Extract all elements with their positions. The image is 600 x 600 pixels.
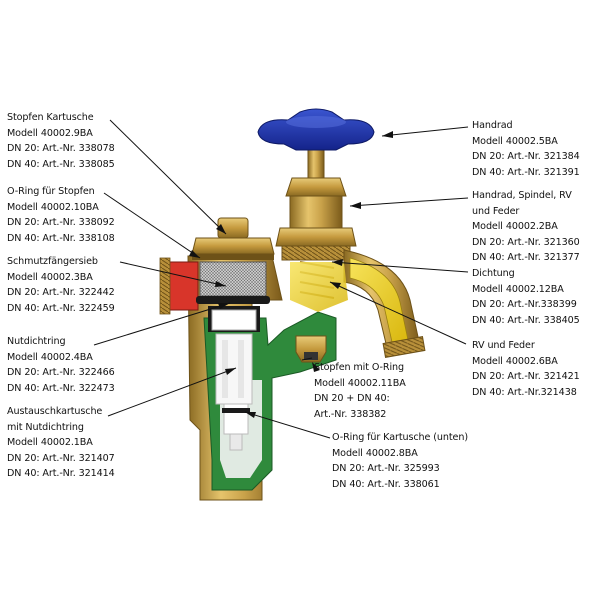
leader-schmutzfaengersieb <box>119 261 227 287</box>
label-line: DN 40: Art.-Nr. 338061 <box>332 478 440 490</box>
label-line: Modell 40002.10BA <box>7 201 99 213</box>
label-line: Dichtung <box>472 268 515 279</box>
label-line: Schmutzfängersieb <box>7 256 98 267</box>
leader-austauschkartusche <box>107 367 237 417</box>
label-line: DN 20: Art.-Nr. 322442 <box>7 287 115 299</box>
label-line: DN 40: Art.-Nr. 322459 <box>7 302 115 314</box>
label-line: Austauschkartusche <box>7 406 103 417</box>
label-line: DN 40: Art.-Nr. 321391 <box>472 166 580 178</box>
label-line: Modell 40002.9BA <box>7 127 93 139</box>
label-line: Art.-Nr. 338382 <box>314 408 387 420</box>
label-line: RV und Feder <box>472 340 535 351</box>
leader-dichtung <box>331 261 469 273</box>
label-line: und Feder <box>472 205 520 217</box>
label-line: Stopfen Kartusche <box>7 112 94 123</box>
label-line: Modell 40002.2BA <box>472 221 558 233</box>
label-line: Nutdichtring <box>7 336 66 347</box>
label-line: Stopfen mit O-Ring <box>314 362 405 373</box>
label-stopfen-kartusche: Stopfen Kartusche Modell 40002.9BA DN 20… <box>7 110 115 172</box>
label-dichtung: Dichtung Modell 40002.12BA DN 20: Art.-N… <box>472 266 580 328</box>
label-line: DN 20: Art.-Nr. 338078 <box>7 143 115 155</box>
label-line: Modell 40002.8BA <box>332 447 418 459</box>
label-line: DN 20: Art.-Nr. 321407 <box>7 452 115 464</box>
label-line: Handrad <box>472 120 513 131</box>
label-line: DN 20: Art.-Nr. 325993 <box>332 463 440 475</box>
label-line: Modell 40002.11BA <box>314 377 406 389</box>
label-line: Modell 40002.12BA <box>472 283 564 295</box>
handwheel <box>257 108 375 151</box>
leader-nutdichtring <box>93 302 231 346</box>
label-line: DN 20: Art.-Nr. 321384 <box>472 151 580 163</box>
label-line: O-Ring für Kartusche (unten) <box>332 432 468 443</box>
label-oring-kartusche: O-Ring für Kartusche (unten) Modell 4000… <box>332 430 468 492</box>
label-line: Modell 40002.5BA <box>472 135 558 147</box>
label-line: Modell 40002.6BA <box>472 355 558 367</box>
label-line: Handrad, Spindel, RV <box>472 190 572 201</box>
label-line: DN 40: Art.-Nr. 338085 <box>7 158 115 170</box>
label-rv-feder: RV und Feder Modell 40002.6BA DN 20: Art… <box>472 338 580 400</box>
label-line: DN 20 + DN 40: <box>314 393 390 405</box>
leader-lines <box>93 119 469 439</box>
label-schmutzfaengersieb: Schmutzfängersieb Modell 40002.3BA DN 20… <box>7 254 115 316</box>
label-line: Modell 40002.1BA <box>7 437 93 449</box>
label-line: DN 20: Art.-Nr. 338092 <box>7 217 115 229</box>
leader-handrad <box>381 126 469 137</box>
label-line: DN 40: Art.-Nr. 322473 <box>7 382 115 394</box>
label-line: mit Nutdichtring <box>7 421 84 433</box>
label-line: DN 20: Art.-Nr.338399 <box>472 299 577 311</box>
label-handrad: Handrad Modell 40002.5BA DN 20: Art.-Nr.… <box>472 118 580 180</box>
label-line: DN 20: Art.-Nr. 321421 <box>472 371 580 383</box>
label-line: Modell 40002.4BA <box>7 351 93 363</box>
label-line: Modell 40002.3BA <box>7 271 93 283</box>
label-line: DN 40: Art.-Nr. 338108 <box>7 232 115 244</box>
label-line: DN 20: Art.-Nr. 322466 <box>7 367 115 379</box>
label-nutdichtring: Nutdichtring Modell 40002.4BA DN 20: Art… <box>7 334 115 396</box>
leader-oring-kartusche <box>244 411 331 439</box>
drain-plug <box>295 335 327 363</box>
cartridge-plug <box>191 217 275 260</box>
label-line: DN 40: Art.-Nr.321438 <box>472 386 577 398</box>
label-line: DN 40: Art.-Nr. 338405 <box>472 314 580 326</box>
label-line: DN 40: Art.-Nr. 321377 <box>472 252 580 264</box>
outlet <box>290 249 426 358</box>
leader-rv-feder <box>329 281 467 345</box>
leader-stopfen-kartusche <box>109 119 227 235</box>
label-line: DN 20: Art.-Nr. 321360 <box>472 236 580 248</box>
leader-stopfen-oring <box>301 357 313 361</box>
label-oring-stopfen: O-Ring für Stopfen Modell 40002.10BA DN … <box>7 184 115 246</box>
label-line: O-Ring für Stopfen <box>7 186 95 197</box>
leader-arrowheads <box>189 131 393 418</box>
label-stopfen-oring: Stopfen mit O-Ring Modell 40002.11BA DN … <box>314 360 406 422</box>
strainer <box>196 261 270 304</box>
label-handrad-spindel: Handrad, Spindel, RV und Feder Modell 40… <box>472 188 580 266</box>
leader-handrad-spindel <box>349 197 469 207</box>
label-austauschkartusche: Austauschkartusche mit Nutdichtring Mode… <box>7 404 115 482</box>
leader-oring-stopfen <box>103 192 201 259</box>
label-line: DN 40: Art.-Nr. 321414 <box>7 468 115 480</box>
